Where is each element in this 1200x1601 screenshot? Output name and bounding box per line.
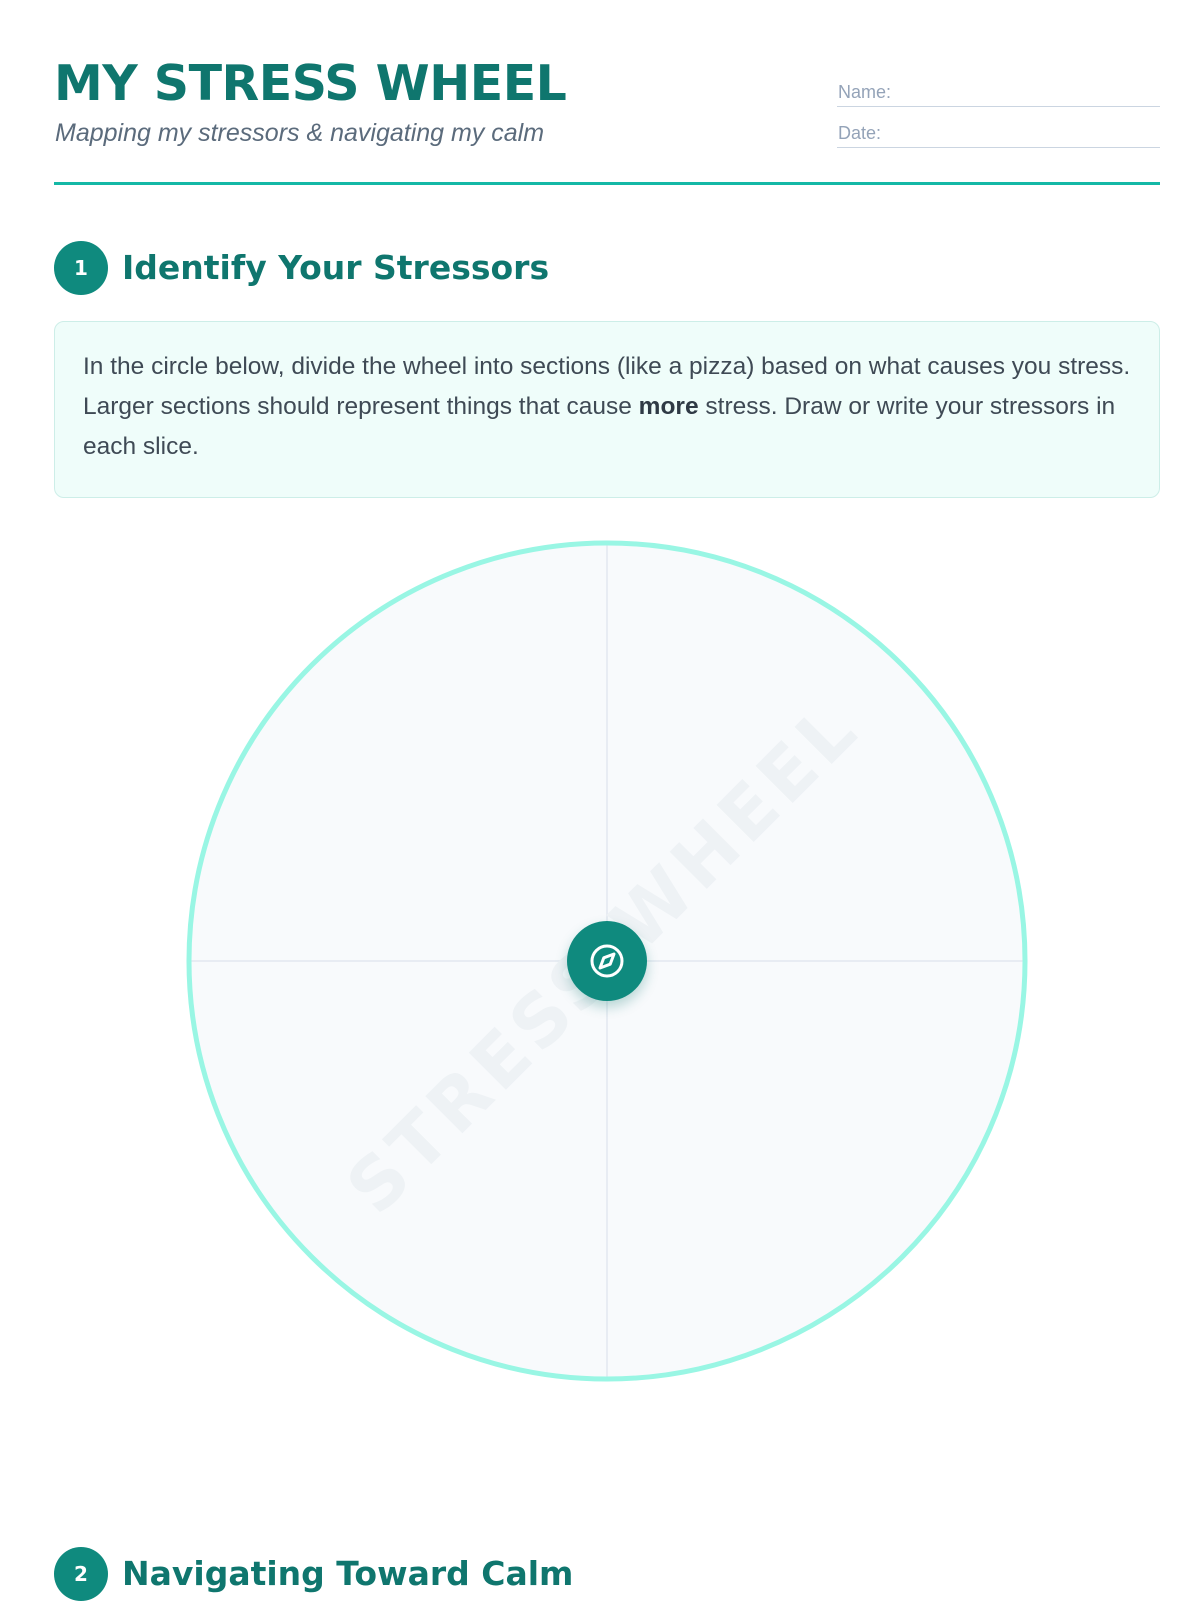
date-label: Date: xyxy=(838,123,882,143)
instructions-emphasis: more xyxy=(638,393,699,420)
stress-wheel[interactable]: STRESS WHEEL xyxy=(186,540,1028,1382)
header-divider xyxy=(54,182,1160,185)
instructions-text-end: stress. Draw or write your stressors in … xyxy=(83,393,1116,460)
section-1-title: Identify Your Stressors xyxy=(122,248,550,287)
step-badge-1: 1 xyxy=(54,241,108,295)
page-subtitle: Mapping my stressors & navigating my cal… xyxy=(55,119,545,147)
page-title: MY STRESS WHEEL xyxy=(54,55,567,112)
section-2-title: Navigating Toward Calm xyxy=(122,1554,574,1593)
name-input[interactable] xyxy=(899,82,1160,104)
date-field[interactable]: Date: xyxy=(837,121,1160,148)
name-field[interactable]: Name: xyxy=(837,80,1160,107)
compass-button[interactable] xyxy=(567,921,647,1001)
worksheet-page: MY STRESS WHEEL Mapping my stressors & n… xyxy=(54,0,1160,1601)
date-input[interactable] xyxy=(899,123,1160,145)
compass-icon xyxy=(590,944,624,978)
header: MY STRESS WHEEL Mapping my stressors & n… xyxy=(54,52,1160,186)
wheel-ring xyxy=(186,540,1028,1382)
instructions-text-start: In the circle below, divide the wheel in… xyxy=(83,353,1131,420)
instructions-box: In the circle below, divide the wheel in… xyxy=(54,321,1160,498)
name-label: Name: xyxy=(838,82,892,102)
instructions-text: In the circle below, divide the wheel in… xyxy=(83,347,1131,467)
step-badge-2: 2 xyxy=(54,1547,108,1601)
